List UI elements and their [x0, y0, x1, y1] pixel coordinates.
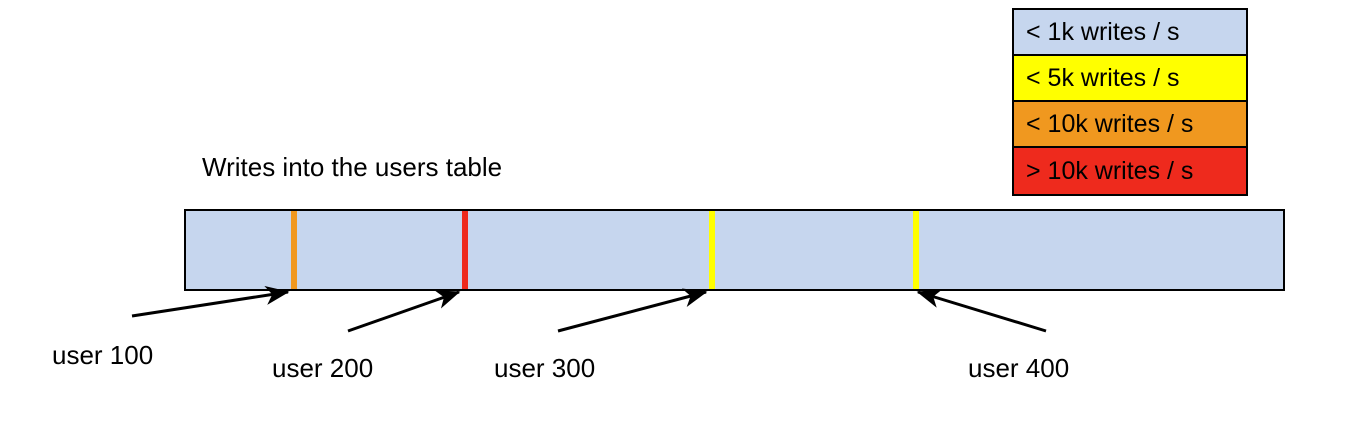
- legend-label-3: < 10k writes / s: [1026, 109, 1194, 138]
- legend-label-4: > 10k writes / s: [1026, 156, 1194, 185]
- label-user-300: user 300: [494, 353, 596, 383]
- segment-user-300: [709, 211, 715, 289]
- legend-label-2: < 5k writes / s: [1026, 63, 1180, 92]
- segment-user-400: [913, 211, 919, 289]
- arrow-user-200: [347, 290, 461, 333]
- legend-label-1: < 1k writes / s: [1026, 17, 1180, 46]
- write-rate-legend: < 1k writes / s < 5k writes / s < 10k wr…: [1012, 8, 1248, 196]
- label-user-200: user 200: [272, 353, 374, 383]
- arrow-user-300: [557, 288, 708, 333]
- chart-title: Writes into the users table: [202, 152, 503, 182]
- arrow-user-400: [916, 289, 1047, 333]
- users-table-bar: [184, 209, 1285, 291]
- legend-row-4: > 10k writes / s: [1014, 148, 1246, 194]
- segment-user-100: [291, 211, 297, 289]
- legend-row-1: < 1k writes / s: [1014, 10, 1246, 56]
- segment-user-200: [462, 211, 468, 289]
- label-user-400: user 400: [968, 353, 1070, 383]
- arrow-user-100: [131, 285, 290, 318]
- label-user-100: user 100: [52, 340, 154, 370]
- legend-row-3: < 10k writes / s: [1014, 102, 1246, 148]
- legend-row-2: < 5k writes / s: [1014, 56, 1246, 102]
